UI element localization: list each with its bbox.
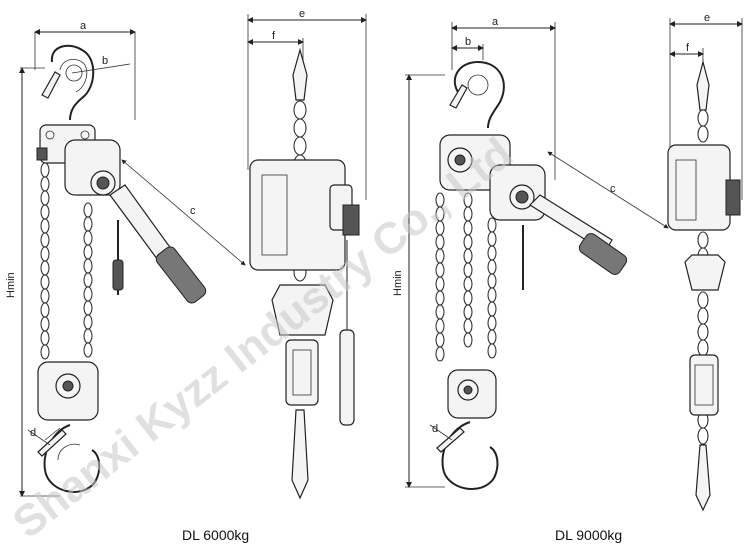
dim-c-label-left: c [190, 205, 196, 217]
dim-e-label-left: e [299, 8, 305, 20]
dl9000-side-view [667, 18, 743, 512]
dim-f-label-right: f [686, 42, 690, 54]
dl6000-load-chain-right [83, 202, 93, 358]
dl6000-front-view [19, 29, 246, 497]
dim-hmin-label-right: Hmin [392, 270, 404, 296]
dl9000-load-chains [435, 192, 497, 362]
caption-dl9000: DL 9000kg [555, 527, 622, 543]
dim-d-label-right: d [432, 423, 438, 435]
dim-e-label-right: e [704, 12, 710, 24]
caption-dl6000: DL 6000kg [182, 527, 249, 543]
dl6000-hand-chain [112, 220, 124, 295]
dim-b-label-right: b [465, 36, 471, 48]
dim-c-label-right: c [610, 183, 616, 195]
dl9000-front-view [405, 22, 669, 491]
dim-a-label-left: a [80, 20, 87, 32]
dim-hmin-label-left: Hmin [5, 272, 17, 298]
dim-b-label-left: b [102, 55, 108, 67]
dl6000-load-chain-left [40, 162, 50, 360]
dim-f-label-left: f [272, 30, 276, 42]
dim-a-label-right: a [492, 16, 499, 28]
dim-d-label-left: d [30, 427, 36, 439]
dl9000-side-chain [697, 109, 709, 445]
dl6000-side-view [247, 14, 367, 500]
